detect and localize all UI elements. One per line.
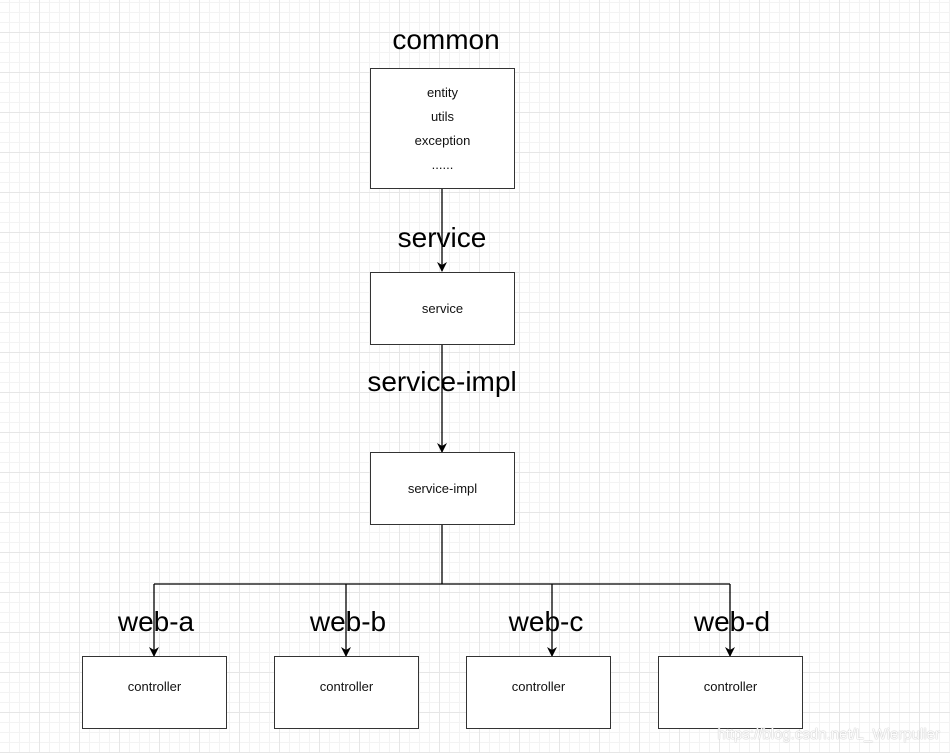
web-d-title: web-d [693, 606, 771, 637]
common-item-entity: entity [426, 84, 459, 100]
web-a-controller-box[interactable]: controller [82, 656, 227, 729]
service-impl-box-label: service-impl [407, 480, 478, 496]
web-d-controller-box[interactable]: controller [658, 656, 803, 729]
service-title: service [397, 222, 487, 253]
web-a-title: web-a [117, 606, 195, 637]
web-b-controller-label: controller [319, 678, 374, 694]
service-impl-title: service-impl [367, 366, 517, 397]
common-item-exception: exception [414, 132, 471, 148]
web-b-controller-box[interactable]: controller [274, 656, 419, 729]
web-c-title: web-c [508, 606, 584, 637]
web-d-controller-label: controller [703, 678, 758, 694]
common-box[interactable]: entity utils exception ...... [370, 68, 515, 189]
service-impl-box[interactable]: service-impl [370, 452, 515, 525]
common-item-more: ...... [431, 156, 454, 172]
service-box[interactable]: service [370, 272, 515, 345]
service-box-label: service [421, 300, 464, 316]
common-item-utils: utils [430, 108, 455, 124]
web-c-controller-label: controller [511, 678, 566, 694]
web-b-title: web-b [309, 606, 387, 637]
common-title: common [392, 24, 500, 55]
web-a-controller-label: controller [127, 678, 182, 694]
watermark-text: https://blog.csdn.net/L_Wierpuller [717, 726, 940, 743]
web-c-controller-box[interactable]: controller [466, 656, 611, 729]
